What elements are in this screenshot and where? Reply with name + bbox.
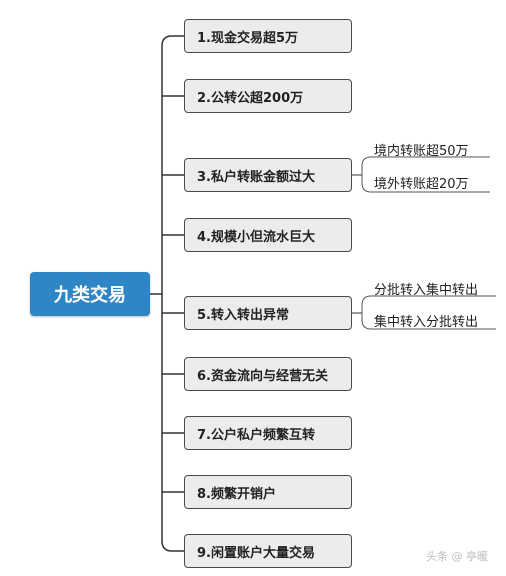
node-fund-flow-unrelated: 6.资金流向与经营无关 — [184, 357, 352, 391]
node-frequent-account-open-close: 8.频繁开销户 — [184, 475, 352, 509]
sub-node-concentrated-in-batch-out: 集中转入分批转出 — [374, 315, 479, 330]
sub-node-batch-in-concentrated-out: 分批转入集中转出 — [374, 283, 479, 298]
node-private-transfer-large: 3.私户转账金额过大 — [184, 158, 352, 192]
node-small-scale-large-flow: 4.规模小但流水巨大 — [184, 218, 352, 252]
sub-node-overseas: 境外转账超20万 — [374, 177, 469, 192]
node-abnormal-in-out: 5.转入转出异常 — [184, 296, 352, 330]
node-cash-transaction: 1.现金交易超5万 — [184, 19, 352, 53]
root-node: 九类交易 — [30, 272, 150, 316]
node-corporate-transfer: 2.公转公超200万 — [184, 79, 352, 113]
node-idle-account-trading: 9.闲置账户大量交易 — [184, 534, 352, 568]
sub-node-domestic: 境内转账超50万 — [374, 144, 469, 159]
node-frequent-inter-transfer: 7.公户私户频繁互转 — [184, 416, 352, 450]
watermark: 头条 @ 亭暖 — [426, 550, 488, 563]
